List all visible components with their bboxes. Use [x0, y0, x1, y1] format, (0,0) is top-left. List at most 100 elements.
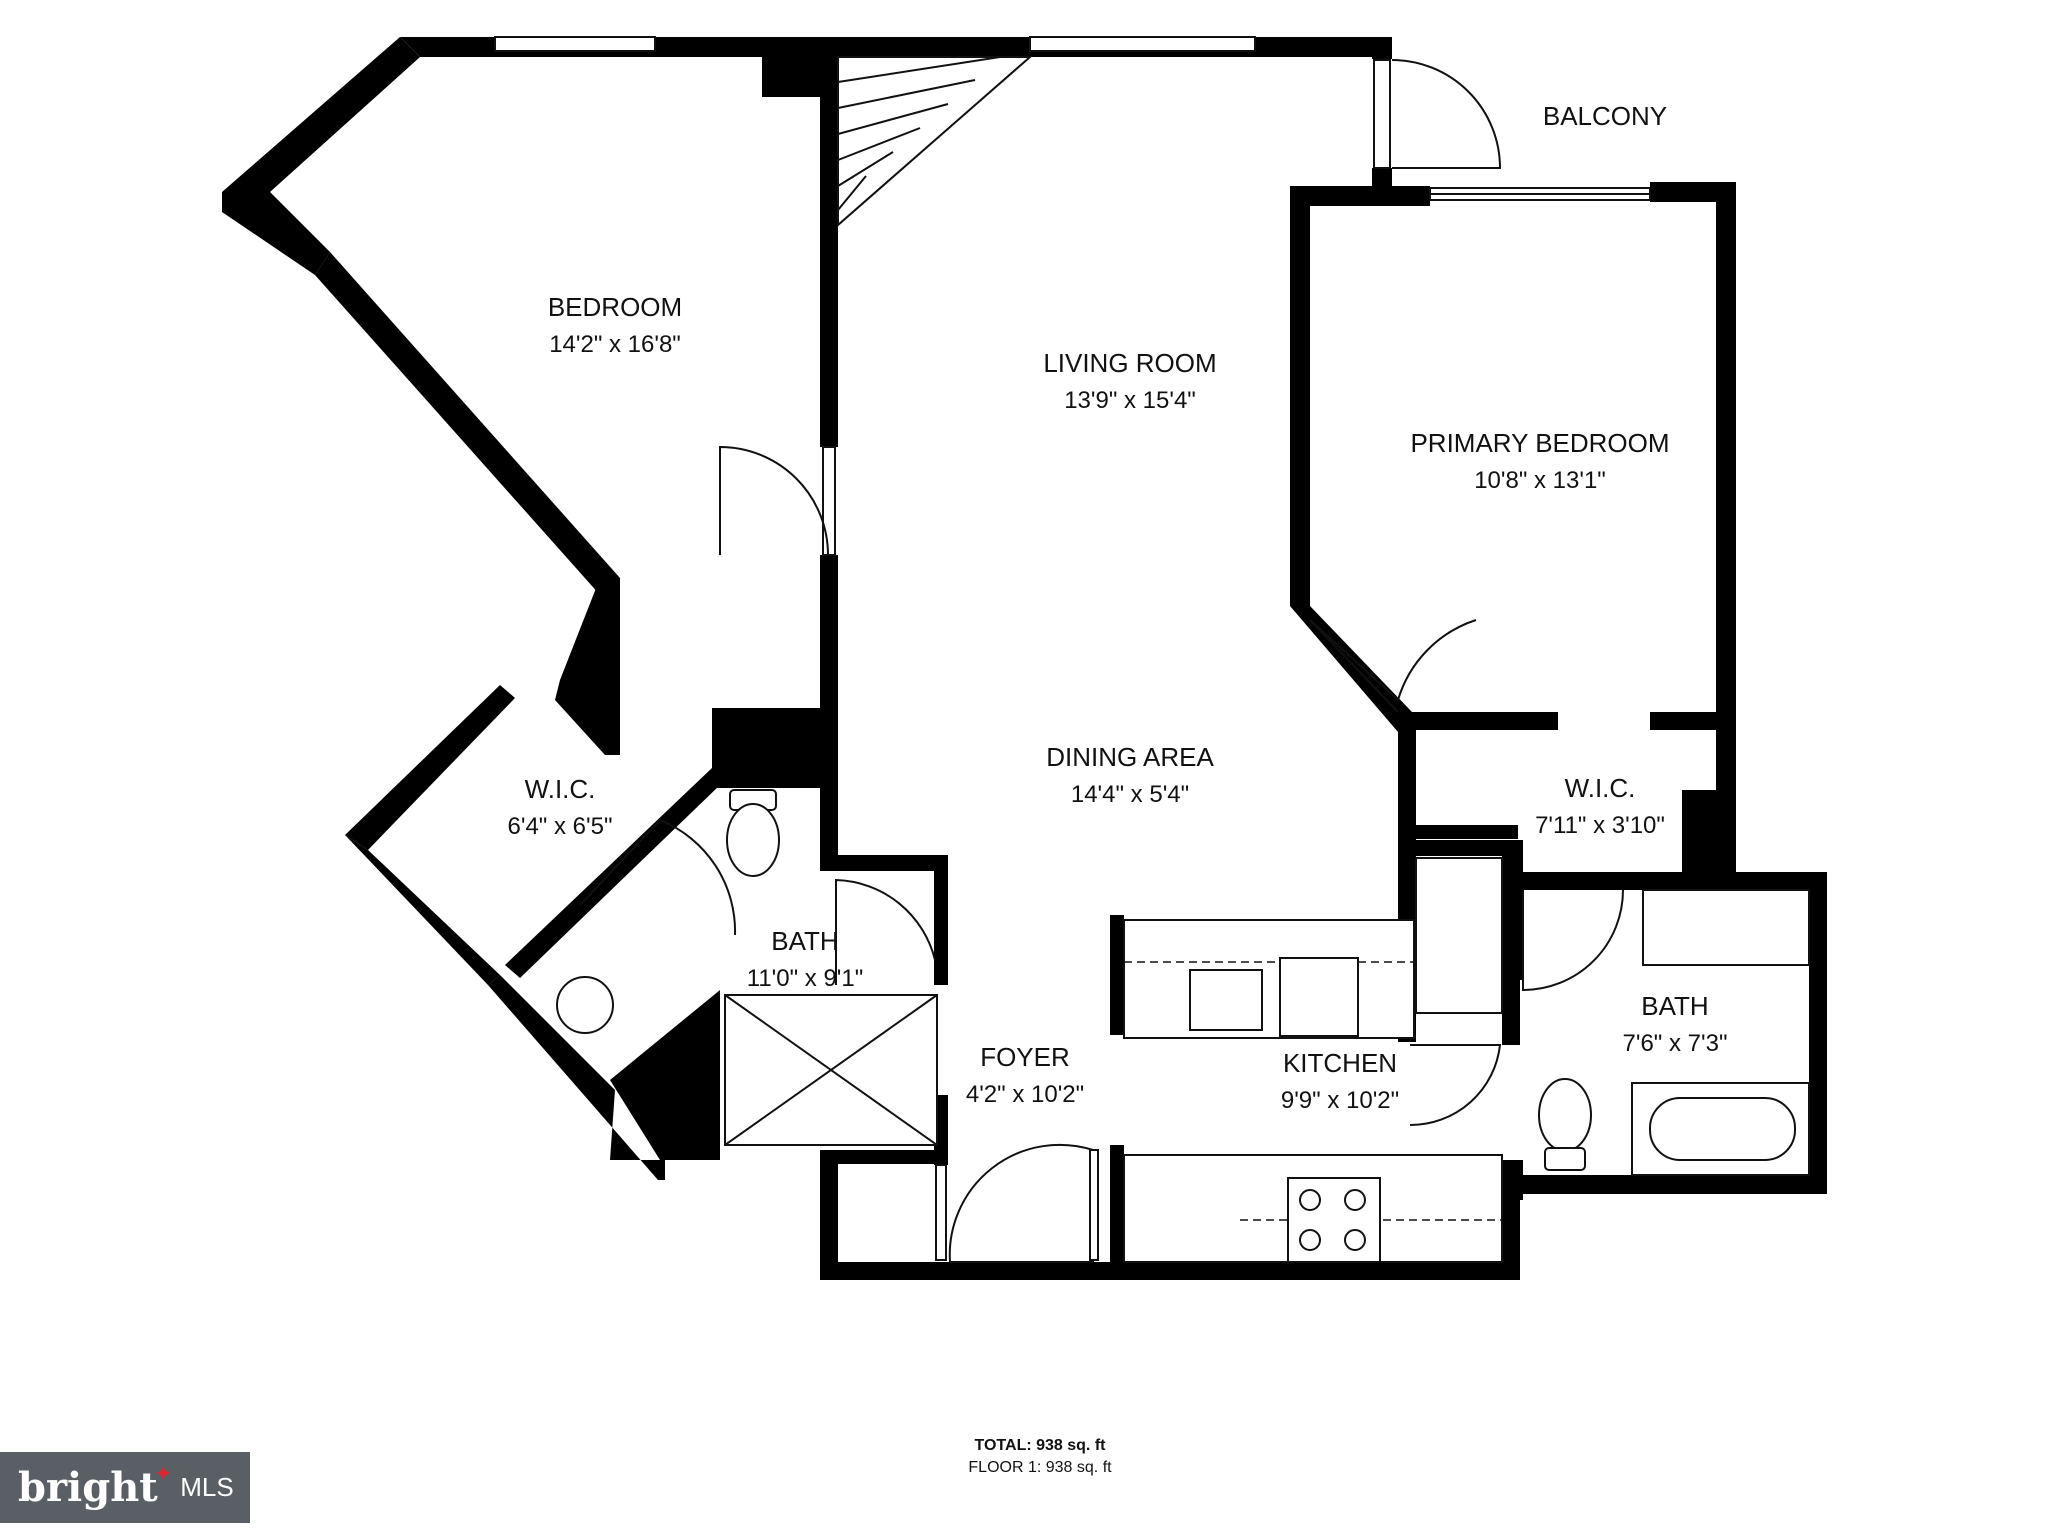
door-bath-right-swing	[1522, 889, 1624, 992]
bath-left-dims: 11'0" x 9'1"	[747, 965, 864, 992]
wall-bath-left-east-vertical	[934, 855, 948, 985]
wic-left-name: W.I.C.	[525, 774, 596, 804]
primary-name: PRIMARY BEDROOM	[1410, 428, 1669, 458]
room-labels: BEDROOM 14'2" x 16'8" LIVING ROOM 13'9" …	[508, 101, 1728, 1114]
wall-foyer-closet-west	[820, 1150, 838, 1280]
kitchen-sink	[1189, 969, 1263, 1031]
window-bedroom-east	[822, 446, 836, 556]
wall-bath-left-east	[820, 855, 948, 871]
wall-bedroom-living-partition	[820, 57, 838, 447]
door-foyer-leaf	[1089, 1149, 1099, 1261]
wall-primary-west	[1290, 186, 1310, 606]
wall-wic-left-lower	[345, 835, 500, 985]
dishwasher	[1279, 957, 1359, 1037]
doors	[579, 59, 1624, 1263]
wall-foyer-closet-top	[820, 1150, 940, 1164]
primary-dims: 10'8" x 13'1"	[1474, 467, 1606, 494]
window-living-top	[1029, 36, 1256, 52]
wall-kitchen-west	[1110, 915, 1124, 1035]
wall-primary-east	[1716, 182, 1736, 872]
window-bedroom-top	[494, 36, 656, 52]
refrigerator	[1415, 857, 1503, 1014]
bedroom-dims: 14'2" x 16'8"	[549, 331, 681, 358]
wall-kitchen-east	[1502, 1160, 1520, 1280]
wall-bath-right-top	[1505, 872, 1827, 890]
wic-right-name: W.I.C.	[1565, 773, 1636, 803]
wall-wic-bath-pier	[712, 708, 820, 788]
door-foyer-swing	[948, 1143, 1094, 1263]
wall-bedroom-living-partition-lower	[820, 555, 838, 855]
door-primary-swing	[1309, 619, 1477, 702]
door-kitchen-closet-swing	[1409, 1044, 1502, 1127]
logo-suffix: MLS	[180, 1472, 234, 1502]
wall-primary-sw-diagonal	[1290, 606, 1412, 732]
wall-primary-south-right	[1650, 712, 1736, 730]
door-primary-leaf	[1309, 619, 1399, 713]
door-foyer-closet	[935, 1164, 947, 1261]
wall-bedroom-west-diagonal	[315, 252, 620, 595]
bath-right-name: BATH	[1641, 991, 1708, 1021]
area-totals: TOTAL: 938 sq. ft FLOOR 1: 938 sq. ft	[968, 1437, 1112, 1476]
wall-kitchen-bottom	[820, 1262, 1520, 1280]
stove	[1287, 1177, 1381, 1263]
toilet-bowl-right	[1538, 1078, 1592, 1152]
total-area: TOTAL: 938 sq. ft	[975, 1437, 1107, 1454]
wall-primary-top-right	[1650, 182, 1736, 202]
wic-right-dims: 7'11" x 3'10"	[1535, 812, 1665, 839]
foyer-dims: 4'2" x 10'2"	[966, 1081, 1084, 1108]
wall-bath-left-sw-block	[488, 975, 720, 1180]
dining-dims: 14'4" x 5'4"	[1071, 781, 1189, 808]
wic-left-dims: 6'4" x 6'5"	[508, 813, 613, 840]
wall-living-top-right	[1372, 37, 1392, 59]
stair-line	[837, 175, 867, 211]
stair-line	[837, 79, 976, 109]
fixtures	[556, 789, 1810, 1263]
stair-line	[837, 56, 1001, 83]
sink-left	[556, 976, 614, 1034]
stair-line	[837, 127, 921, 161]
foyer-name: FOYER	[980, 1042, 1070, 1072]
wall-bath-right-east	[1809, 872, 1827, 1194]
wall-kitchen-closet-east	[1502, 840, 1520, 1045]
door-balcony-swing	[1391, 59, 1502, 169]
door-balcony-leaf	[1373, 59, 1391, 169]
burner	[1299, 1229, 1321, 1251]
wall-bedroom-corner-block	[222, 192, 330, 275]
door-wic-left-swing	[579, 818, 737, 936]
kitchen-name: KITCHEN	[1283, 1048, 1397, 1078]
bright-mls-logo: bright ✦ MLS	[0, 1452, 250, 1523]
bath-right-dims: 7'6" x 7'3"	[1623, 1030, 1728, 1057]
kitchen-dims: 9'9" x 10'2"	[1281, 1087, 1399, 1114]
wall-wic-bath-diagonal	[505, 768, 720, 978]
wall-primary-south-left	[1398, 712, 1558, 730]
burner	[1344, 1229, 1366, 1251]
stair-outline	[837, 56, 1033, 228]
wall-bath-left-shower-block	[610, 990, 720, 1160]
stair-hatch	[837, 56, 1033, 228]
vanity-right	[1642, 889, 1810, 966]
kitchen-counter-top	[1123, 919, 1415, 1039]
wall-bedroom-south-block	[555, 578, 620, 755]
door-bedroom-swing	[719, 445, 829, 556]
bedroom-name: BEDROOM	[548, 292, 682, 322]
balcony-name: BALCONY	[1543, 101, 1667, 131]
shower-cross	[724, 994, 938, 1146]
wall-bath-right-bottom	[1505, 1175, 1827, 1194]
windows	[494, 36, 1651, 556]
logo-word: bright	[18, 1464, 158, 1511]
star-icon: ✦	[153, 1460, 173, 1486]
burner	[1344, 1189, 1366, 1211]
wall-wic-left-diagonal	[345, 685, 515, 850]
stair-line	[837, 103, 949, 135]
living-dims: 13'9" x 15'4"	[1064, 387, 1196, 414]
floor-area: FLOOR 1: 938 sq. ft	[968, 1459, 1112, 1476]
burner	[1299, 1189, 1321, 1211]
wall-bedroom-nw-diagonal	[222, 37, 420, 212]
wall-bedroom-top-pier	[762, 57, 838, 97]
wall-kitchen-closet-top	[1410, 840, 1518, 856]
dining-name: DINING AREA	[1046, 742, 1214, 772]
wall-wic-right-pier	[1682, 790, 1736, 885]
living-name: LIVING ROOM	[1043, 348, 1216, 378]
wall-primary-top-left	[1290, 186, 1430, 206]
